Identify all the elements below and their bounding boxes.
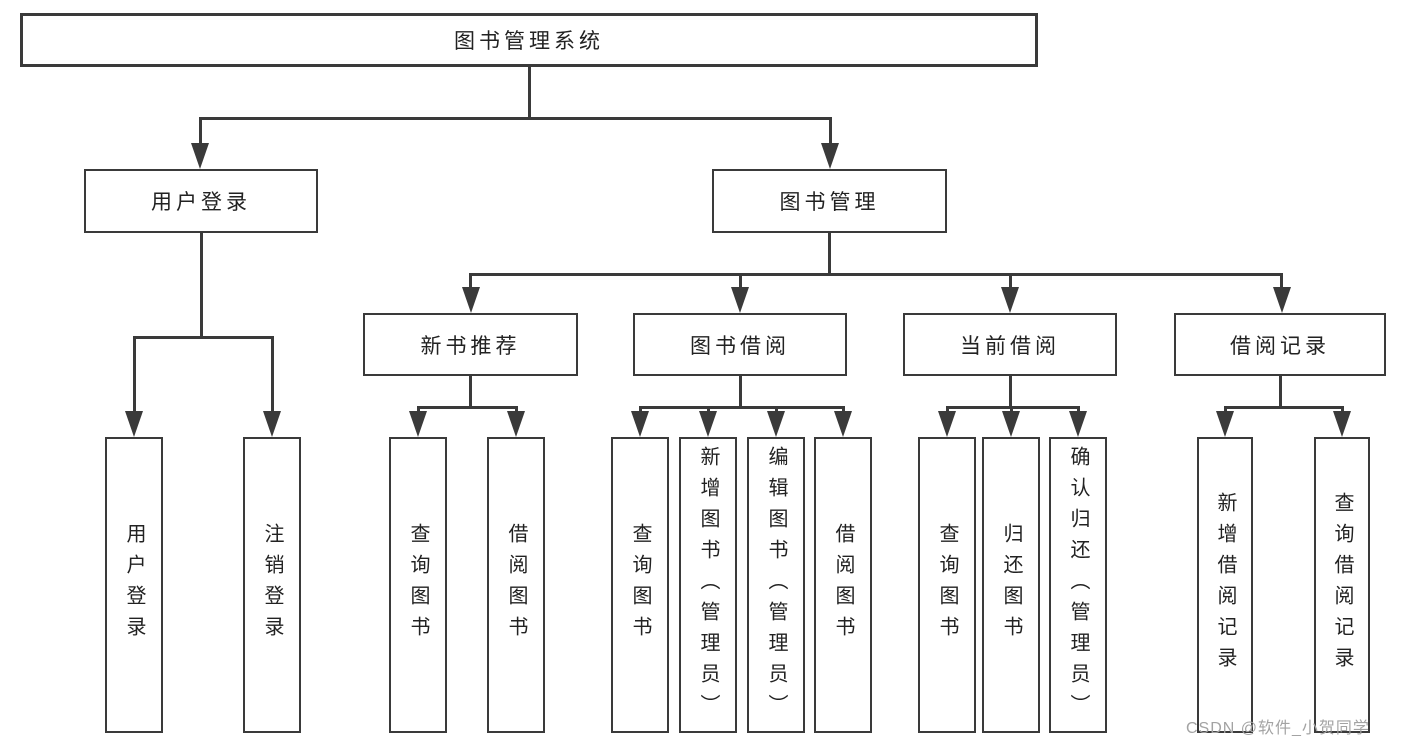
arrowhead-down-icon: [938, 411, 956, 437]
connector-shaft: [132, 336, 136, 412]
connector-shaft: [774, 406, 778, 414]
node-root-system: 图书管理系统: [20, 13, 1038, 67]
node-borrowing-records: 借阅记录: [1174, 313, 1386, 376]
connector-shaft: [1009, 406, 1013, 414]
node-label: 查询图书: [407, 523, 429, 647]
arrowhead-down-icon: [507, 411, 525, 437]
arrowhead-down-icon: [1272, 287, 1291, 313]
leaf-borrow-books-borrowing: 借阅图书: [814, 437, 872, 733]
connector-shaft: [945, 406, 949, 414]
node-book-borrowing: 图书借阅: [633, 313, 847, 376]
leaf-logout: 注销登录: [243, 437, 301, 733]
arrowhead-down-icon: [191, 143, 209, 169]
node-label: 查询借阅记录: [1331, 492, 1353, 678]
arrowhead-down-icon: [631, 411, 649, 437]
connector-stem: [738, 376, 742, 409]
arrowhead-down-icon: [1002, 411, 1020, 437]
connector-stem: [1008, 376, 1012, 409]
connector-shaft: [469, 273, 472, 289]
leaf-user-login: 用户登录: [105, 437, 163, 733]
arrowhead-down-icon: [767, 411, 785, 437]
connector-shaft: [1008, 273, 1012, 289]
connector-crossbar: [638, 406, 845, 409]
node-label: 借阅记录: [1230, 334, 1330, 358]
leaf-edit-books-admin: 编辑图书（管理员）: [747, 437, 805, 733]
arrowhead-down-icon: [125, 411, 143, 437]
leaf-query-books-borrowing: 查询图书: [611, 437, 669, 733]
connector-crossbar: [945, 406, 1080, 409]
node-label: 用户登录: [151, 191, 251, 214]
node-label: 查询图书: [936, 523, 958, 647]
node-label: 确认归还（管理员）: [1067, 445, 1089, 725]
connector-shaft: [270, 336, 274, 412]
node-label: 新增图书（管理员）: [697, 445, 719, 725]
connector-shaft: [416, 406, 420, 414]
connector-stem: [469, 376, 472, 409]
node-label: 借阅图书: [505, 523, 527, 647]
leaf-confirm-return-admin: 确认归还（管理员）: [1049, 437, 1107, 733]
node-label: 图书管理: [779, 191, 880, 214]
leaf-return-books: 归还图书: [982, 437, 1040, 733]
leaf-borrow-books-recommend: 借阅图书: [487, 437, 545, 733]
node-label: 查询图书: [629, 523, 651, 647]
connector-userlogin-crossbar: [132, 336, 274, 339]
arrowhead-down-icon: [834, 411, 852, 437]
connector-root-crossbar: [198, 117, 832, 120]
connector-shaft: [841, 406, 845, 414]
arrowhead-down-icon: [821, 143, 839, 169]
arrowhead-down-icon: [409, 411, 427, 437]
connector-shaft: [1340, 406, 1344, 414]
node-label: 图书借阅: [690, 334, 790, 358]
connector-crossbar: [1223, 406, 1344, 409]
connector-shaft: [198, 117, 202, 145]
csdn-watermark: CSDN @软件_小贺同学: [1186, 720, 1370, 737]
arrowhead-down-icon: [1001, 287, 1019, 313]
connector-shaft: [638, 406, 642, 414]
leaf-add-borrow-record: 新增借阅记录: [1197, 437, 1253, 733]
node-label: 编辑图书（管理员）: [765, 445, 787, 725]
arrowhead-down-icon: [1069, 411, 1087, 437]
node-current-borrowing: 当前借阅: [903, 313, 1117, 376]
connector-userlogin-stem: [199, 233, 203, 339]
connector-shaft: [706, 406, 710, 414]
node-label: 用户登录: [123, 523, 145, 647]
node-label: 注销登录: [261, 523, 283, 647]
arrowhead-down-icon: [699, 411, 717, 437]
connector-root-stem: [527, 67, 531, 119]
arrowhead-down-icon: [731, 287, 749, 313]
arrowhead-down-icon: [1333, 411, 1351, 437]
leaf-query-books-current: 查询图书: [918, 437, 976, 733]
node-label: 借阅图书: [832, 523, 854, 647]
arrowhead-down-icon: [1216, 411, 1234, 437]
leaf-add-books-admin: 新增图书（管理员）: [679, 437, 737, 733]
connector-bookmgmt-stem: [828, 233, 831, 275]
node-label: 图书管理系统: [454, 30, 604, 53]
node-label: 当前借阅: [960, 334, 1060, 358]
connector-shaft: [1280, 273, 1283, 289]
connector-bookmgmt-crossbar: [469, 273, 1283, 276]
node-label: 归还图书: [1000, 523, 1022, 647]
arrowhead-down-icon: [461, 287, 480, 313]
connector-stem: [1278, 376, 1282, 409]
node-label: 新增借阅记录: [1214, 492, 1236, 678]
connector-shaft: [738, 273, 742, 289]
node-label: 新书推荐: [420, 334, 521, 358]
connector-shaft: [828, 117, 832, 145]
connector-shaft: [1076, 406, 1080, 414]
leaf-query-borrow-record: 查询借阅记录: [1314, 437, 1370, 733]
connector-crossbar: [416, 406, 518, 409]
node-user-login: 用户登录: [84, 169, 318, 233]
connector-shaft: [514, 406, 518, 414]
arrowhead-down-icon: [263, 411, 281, 437]
connector-shaft: [1223, 406, 1227, 414]
node-new-book-recommendation: 新书推荐: [363, 313, 578, 376]
leaf-query-books-recommend: 查询图书: [389, 437, 447, 733]
node-book-management: 图书管理: [712, 169, 947, 233]
